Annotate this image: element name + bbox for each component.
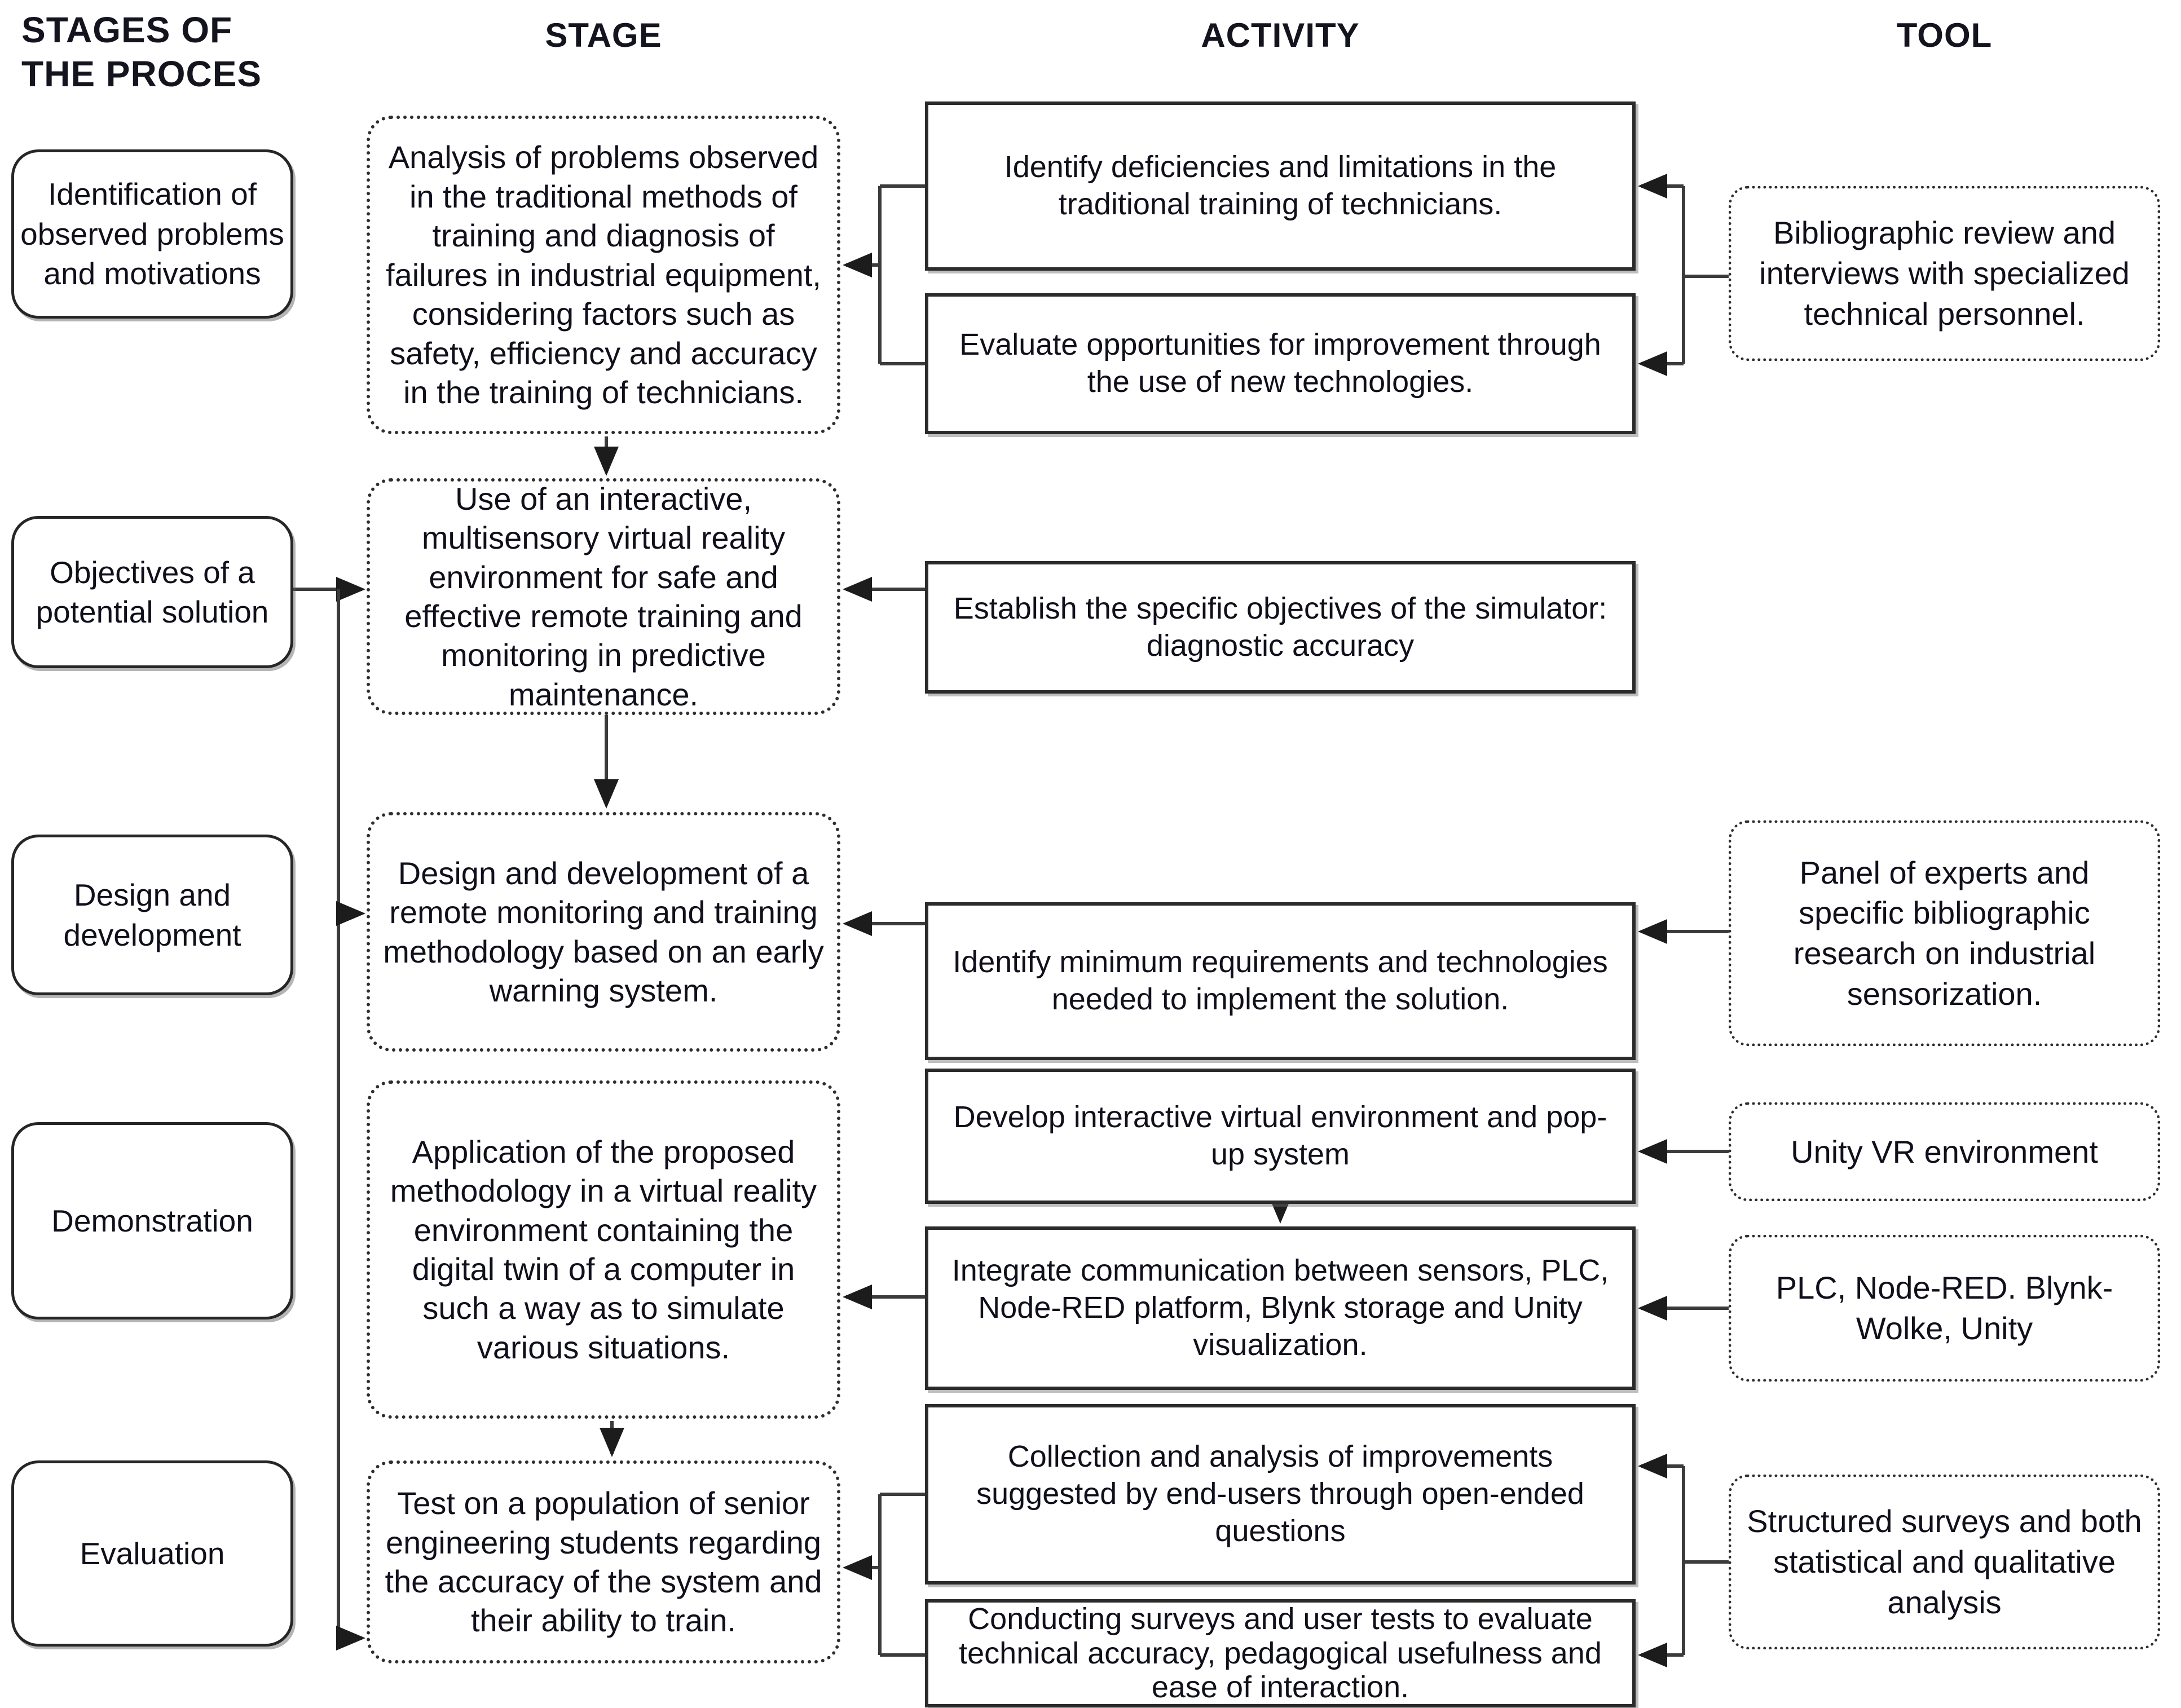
stage-box-test-text: Test on a population of senior engineeri… [385, 1485, 822, 1639]
activity-box-evaluate-opportunities-text: Evaluate opportunities for improvement t… [959, 328, 1601, 399]
activity-box-collection-analysis-text: Collection and analysis of improvements … [976, 1440, 1584, 1548]
activity-box-establish-objectives: Establish the specific objectives of the… [925, 561, 1636, 694]
stages-title-line2: THE PROCES [21, 54, 262, 94]
tool-box-panel-experts-text: Panel of experts and specific bibliograp… [1793, 854, 2096, 1012]
activity-box-integrate-communication-text: Integrate communication between sensors,… [951, 1254, 1609, 1362]
stage-box-vr-environment-text: Use of an interactive, multisensory virt… [404, 480, 803, 712]
stage-column-header: STAGE [545, 16, 662, 54]
activity-box-collection-analysis: Collection and analysis of improvements … [925, 1404, 1636, 1585]
activity-box-develop-environment-text: Develop interactive virtual environment … [953, 1100, 1607, 1171]
activity-box-identify-deficiencies-text: Identify deficiencies and limitations in… [1004, 150, 1557, 221]
stages-column-title: STAGES OF THE PROCES [21, 8, 315, 96]
activity-box-develop-environment: Develop interactive virtual environment … [925, 1069, 1636, 1204]
activity-box-establish-objectives-text: Establish the specific objectives of the… [953, 591, 1607, 663]
process-stage-objectives-label: Objectives of a potential solution [36, 554, 269, 629]
stage-box-application: Application of the proposed methodology … [367, 1080, 840, 1419]
activity-box-identify-requirements: Identify minimum requirements and techno… [925, 902, 1636, 1060]
tool-column-header: TOOL [1896, 16, 1993, 54]
process-stage-identification-label: Identification of observed problems and … [20, 176, 284, 292]
stage-box-methodology: Design and development of a remote monit… [367, 812, 840, 1052]
stage-box-methodology-text: Design and development of a remote monit… [383, 855, 824, 1008]
activity-column-header: ACTIVITY [1201, 16, 1360, 54]
activity-box-integrate-communication: Integrate communication between sensors,… [925, 1226, 1636, 1390]
tool-box-structured-surveys-text: Structured surveys and both statistical … [1747, 1503, 2142, 1620]
tool-box-unity-vr: Unity VR environment [1729, 1102, 2160, 1201]
process-stage-evaluation: Evaluation [11, 1460, 293, 1647]
process-stage-evaluation-label: Evaluation [80, 1535, 225, 1571]
stages-title-line1: STAGES OF [21, 10, 233, 50]
process-stage-objectives: Objectives of a potential solution [11, 516, 293, 668]
process-stage-design-label: Design and development [63, 877, 241, 952]
stage-box-analysis-text: Analysis of problems observed in the tra… [386, 139, 821, 411]
tool-box-bibliographic-review-text: Bibliographic review and interviews with… [1759, 215, 2130, 332]
activity-box-conducting-surveys: Conducting surveys and user tests to eva… [925, 1599, 1636, 1707]
process-stage-demonstration: Demonstration [11, 1122, 293, 1319]
activity-box-identify-deficiencies: Identify deficiencies and limitations in… [925, 101, 1636, 271]
activity-box-identify-requirements-text: Identify minimum requirements and techno… [953, 945, 1608, 1016]
stage-box-analysis: Analysis of problems observed in the tra… [367, 116, 840, 434]
stage-box-application-text: Application of the proposed methodology … [390, 1133, 817, 1365]
tool-box-plc-nodered-text: PLC, Node-RED. Blynk-Wolke, Unity [1775, 1270, 2113, 1346]
activity-box-evaluate-opportunities: Evaluate opportunities for improvement t… [925, 293, 1636, 434]
process-stage-demonstration-label: Demonstration [51, 1203, 253, 1238]
tool-box-plc-nodered: PLC, Node-RED. Blynk-Wolke, Unity [1729, 1235, 2160, 1382]
stage-box-vr-environment: Use of an interactive, multisensory virt… [367, 478, 840, 715]
activity-box-conducting-surveys-text: Conducting surveys and user tests to eva… [959, 1602, 1602, 1705]
process-stage-design: Design and development [11, 835, 293, 995]
tool-box-unity-vr-text: Unity VR environment [1791, 1133, 2098, 1169]
tool-box-bibliographic-review: Bibliographic review and interviews with… [1729, 186, 2160, 361]
stage-box-test: Test on a population of senior engineeri… [367, 1460, 840, 1663]
tool-box-structured-surveys: Structured surveys and both statistical … [1729, 1475, 2160, 1649]
tool-box-panel-experts: Panel of experts and specific bibliograp… [1729, 820, 2160, 1046]
process-stage-identification: Identification of observed problems and … [11, 149, 293, 319]
